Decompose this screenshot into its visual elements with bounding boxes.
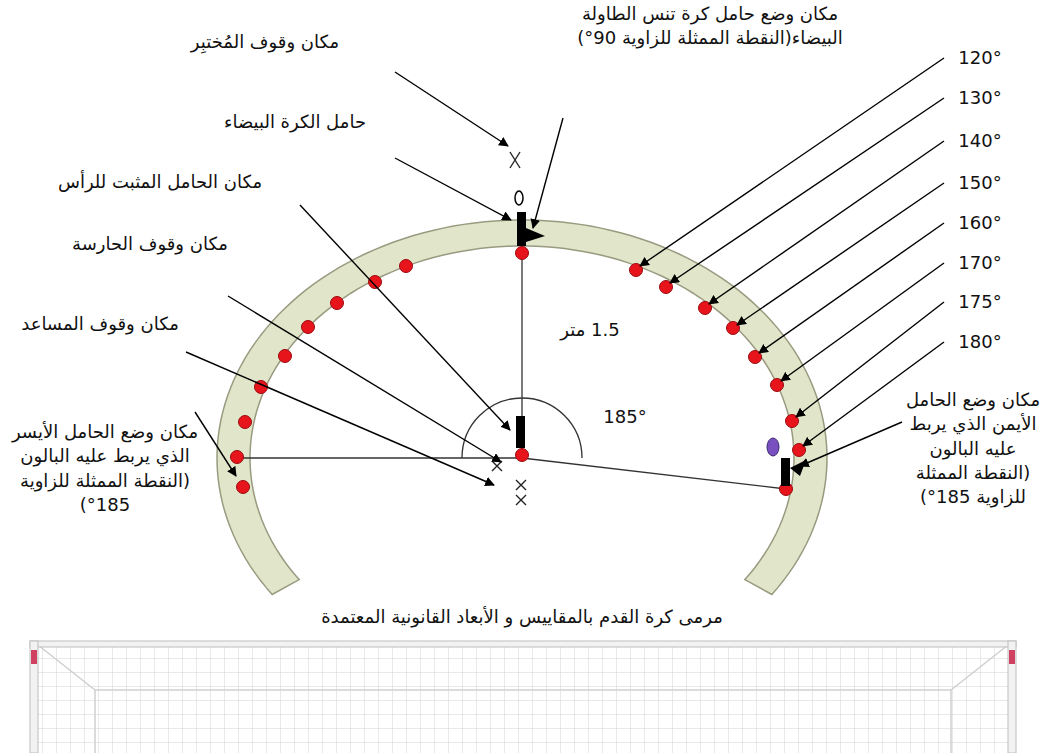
position-dot (516, 449, 529, 462)
distance-label: 1.5 متر (545, 318, 635, 342)
angle-label: 120° (948, 46, 1012, 70)
keeper-position: مكان وقوف الحارسة (70, 232, 230, 256)
angle-label: 160° (948, 211, 1012, 235)
position-dot (727, 322, 740, 335)
angle-label: 180° (948, 330, 1012, 354)
caption: مرمى كرة القدم بالمقاييس و الأبعاد القان… (321, 606, 723, 627)
holders (515, 191, 806, 486)
position-dots (231, 247, 806, 496)
assistant-position: مكان وقوف المساعد (20, 312, 180, 336)
angle-label: 175° (948, 290, 1012, 314)
position-dot (302, 321, 315, 334)
leader-lines (186, 58, 944, 485)
measure-lines (242, 253, 786, 489)
ball-holder: حامل الكرة البيضاء (200, 110, 390, 134)
position-dot (279, 350, 292, 363)
balloon (767, 438, 779, 456)
tester-position: مكان وقوف المُختبِر (150, 30, 380, 54)
position-dot (331, 297, 344, 310)
angle-label: 150° (948, 171, 1012, 195)
angle-label: 185° (590, 405, 660, 429)
position-dot (237, 481, 250, 494)
ball-holder-position: مكان وضع حامل كرة تنس الطاولة البيضاء(ال… (540, 2, 880, 51)
position-dot (369, 276, 382, 289)
head-holder-position: مكان الحامل المثبت للرأس (5, 170, 315, 194)
position-dot (231, 451, 244, 464)
left-holder-position: مكان وضع الحامل الأيسر الذي يربط عليه ال… (5, 420, 205, 517)
angle-label: 140° (948, 129, 1012, 153)
position-dot (239, 416, 252, 429)
angle-label: 170° (948, 251, 1012, 275)
position-dot (400, 260, 413, 273)
angle-label: 130° (948, 86, 1012, 110)
horseshoe-band (217, 220, 827, 594)
right-holder-position: مكان وضع الحامل الأيمن الذي يربط عليه ال… (905, 388, 1041, 509)
football-goal (30, 641, 1016, 753)
standing-marks (492, 152, 526, 505)
position-dot (516, 247, 529, 260)
